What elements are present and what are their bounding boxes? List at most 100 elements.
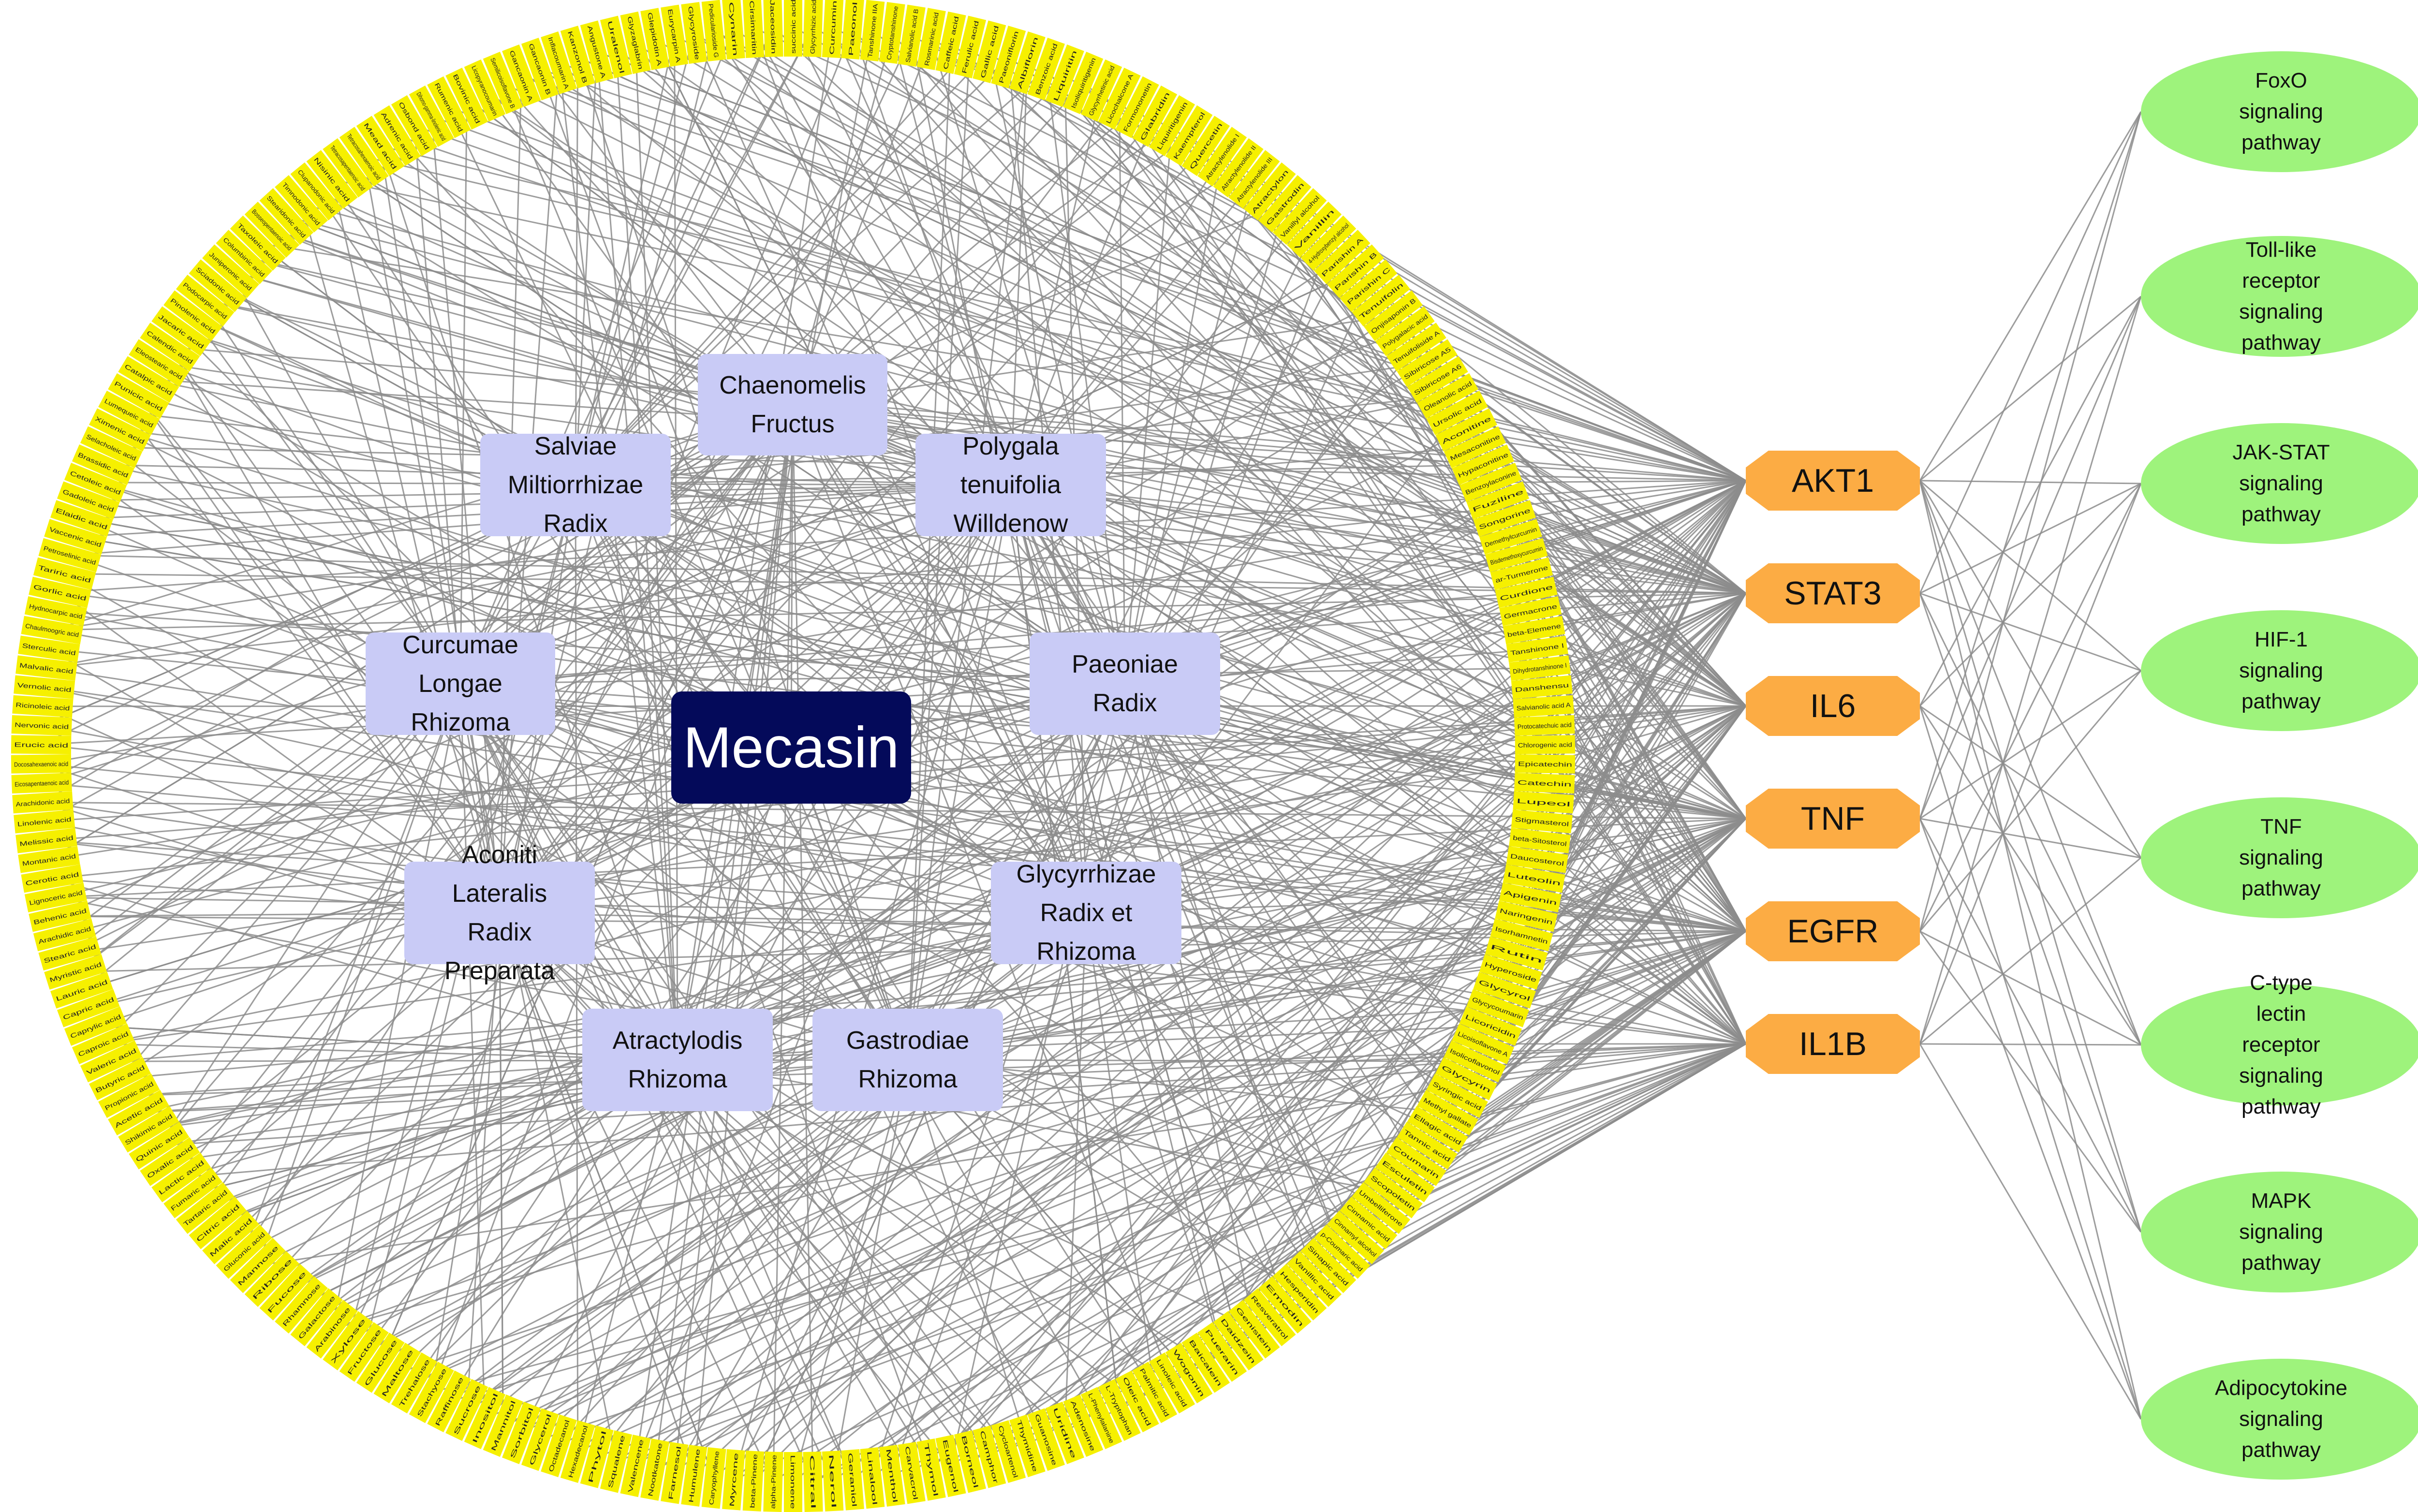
compound-node[interactable]: Ricinoleic acid	[12, 695, 74, 718]
compound-node[interactable]: Protocatechuic acid	[1514, 715, 1575, 736]
compound-node[interactable]: Germacrone	[1499, 596, 1562, 626]
edge-compound-target	[733, 28, 1746, 707]
compound-node[interactable]: Geraniol	[841, 1449, 864, 1511]
compound-node[interactable]: Cynarin	[722, 0, 745, 60]
pathway-node-c-type-lectin[interactable]: C-type lectin receptor signaling pathway	[2141, 971, 2418, 1118]
compound-node[interactable]: Malvalic acid	[15, 655, 77, 681]
compound-box	[72, 444, 134, 485]
target-node-il6[interactable]: IL6	[1746, 676, 1920, 736]
compound-node[interactable]: Humulene	[681, 1444, 708, 1507]
compound-node[interactable]: Glycyrrhizic acid	[803, 0, 823, 58]
compound-node[interactable]: Vernolic acid	[14, 675, 75, 699]
herb-node-glycyrrhizae[interactable]: Glycyrrhizae Radix et Rhizoma	[991, 860, 1181, 966]
compound-node[interactable]: Tanshinone I	[1506, 635, 1568, 663]
pathway-node-tnf[interactable]: TNF signaling pathway	[2141, 797, 2418, 918]
herb-node-polygala[interactable]: Polygala tenuifolia Willdenow	[915, 432, 1106, 538]
compound-node[interactable]: Melissic acid	[15, 828, 77, 853]
compound-box	[57, 481, 120, 520]
compound-node[interactable]: Danshensu	[1511, 675, 1573, 699]
compound-node[interactable]: Rosmarinic acid	[916, 8, 946, 71]
target-node-il1b[interactable]: IL1B	[1746, 1014, 1920, 1074]
compound-node[interactable]: Nervonic acid	[11, 715, 72, 736]
edge-herb-compound	[316, 1059, 908, 1318]
edge-herb-compound	[575, 484, 1546, 746]
target-node-stat3[interactable]: STAT3	[1746, 563, 1920, 623]
pathway-node-foxo[interactable]: FoxO signaling pathway	[2141, 51, 2418, 172]
compound-node[interactable]: Farnesol	[661, 1441, 689, 1504]
compound-node[interactable]: Jaceosidin	[763, 0, 783, 58]
compound-node[interactable]: Epicatechin	[1515, 754, 1576, 774]
pathway-node-jak-stat[interactable]: JAK-STAT signaling pathway	[2141, 423, 2418, 544]
compound-node[interactable]: Limonene	[784, 1452, 802, 1512]
compound-node[interactable]: Chaulmoogric acid	[21, 616, 84, 645]
compound-node[interactable]: Tanshinone IIA	[860, 0, 885, 62]
compound-node[interactable]: beta-Sitosterol	[1509, 828, 1571, 853]
compound-node[interactable]: Arachidonic acid	[12, 791, 74, 814]
compound-node[interactable]: Cryptotanshinone	[879, 2, 905, 64]
compound-node[interactable]: alpha-Pinene	[763, 1451, 783, 1512]
herb-node-chaenomelis[interactable]: Chaenomelis Fructus	[698, 354, 887, 455]
compound-box	[722, 0, 745, 60]
compound-node[interactable]: Inflacoumarin A	[541, 31, 577, 94]
compound-node[interactable]: Salvianolic acid A	[1513, 695, 1574, 718]
herb-node-atractylodis[interactable]: Atractylodis Rhizoma	[582, 1009, 773, 1111]
compound-box	[445, 1379, 488, 1441]
compound-node[interactable]: Daucosterol	[1506, 846, 1568, 873]
target-node-tnf[interactable]: TNF	[1746, 789, 1920, 849]
compound-node[interactable]: Hydnocarpic acid	[24, 596, 87, 626]
compound-node[interactable]: Dihydrotanshinone I	[1509, 655, 1571, 681]
herb-node-gastrodiae[interactable]: Gastrodiae Rhizoma	[812, 1009, 1003, 1111]
edge-compound-target	[41, 480, 1746, 765]
compound-node[interactable]: beta-Elemene	[1503, 616, 1565, 645]
compound-node[interactable]: Stigmasterol	[1511, 809, 1573, 834]
compound-node[interactable]: Curcumin	[822, 0, 844, 59]
compound-node[interactable]: Montanic acid	[18, 846, 80, 873]
compound-node[interactable]: Glepidotin A	[640, 8, 670, 71]
compound-node[interactable]: Cerotic acid	[21, 864, 84, 893]
herb-node-curcumae[interactable]: Curcumae Longae Rhizoma	[366, 631, 555, 736]
compound-label: Docosahexaenoic acid	[14, 760, 68, 768]
compound-node[interactable]: Erucic acid	[11, 735, 72, 754]
target-node-egfr[interactable]: EGFR	[1746, 901, 1920, 961]
herb-node-aconiti[interactable]: Aconiti Lateralis Radix Preparata	[404, 841, 595, 985]
compound-node[interactable]: succinic acid	[784, 0, 802, 57]
pathway-node-adipocytokine[interactable]: Adipocytokine signaling pathway	[2141, 1359, 2418, 1480]
compound-node[interactable]: Nootkatone	[640, 1438, 670, 1501]
compound-node[interactable]: Gancaonin A	[502, 44, 541, 107]
compound-node[interactable]: Salvianolic acid B	[898, 4, 926, 67]
compound-node[interactable]: Eicosapentaenoic acid	[11, 773, 72, 794]
compound-node[interactable]: Pedicularioside G	[701, 0, 726, 62]
compound-node[interactable]: Bisdemethoxycurcumin	[1485, 538, 1548, 573]
compound-node[interactable]: Chlorogenic acid	[1515, 735, 1576, 754]
compound-node[interactable]: Formononetin	[1115, 76, 1159, 138]
compound-node[interactable]: Docosahexaenoic acid	[11, 754, 72, 774]
compound-node[interactable]: Citral	[803, 1451, 823, 1512]
compound-node[interactable]: Curdione	[1495, 576, 1558, 608]
compound-node[interactable]: Cirsimaritin	[742, 0, 765, 59]
compound-node[interactable]: Luteolin	[1503, 864, 1565, 893]
compound-node[interactable]: beta-Pinene	[742, 1450, 765, 1512]
herb-node-salviae[interactable]: Salviae Miltiorrhizae Radix	[480, 432, 671, 538]
edge-herb-compound	[575, 35, 676, 485]
compound-node[interactable]: Lupeol	[1513, 791, 1574, 814]
herb-node-paeoniae[interactable]: Paeoniae Radix	[1030, 632, 1220, 735]
compound-node[interactable]: Eurycarpin A	[661, 4, 689, 67]
compound-node[interactable]: Rutin	[1485, 936, 1548, 971]
compound-node[interactable]: Thymol	[916, 1438, 946, 1501]
compound-node[interactable]: Catechin	[1514, 773, 1575, 794]
compound-node[interactable]: Linolenic acid	[14, 809, 75, 834]
compound-node[interactable]: Caryophyllene	[701, 1447, 726, 1509]
pathway-node-toll-like[interactable]: Toll-like receptor signaling pathway	[2141, 236, 2418, 357]
compound-node[interactable]: Glycyroside	[681, 2, 708, 64]
compound-node[interactable]: Menthol	[879, 1444, 905, 1507]
compound-node[interactable]: Carvacrol	[898, 1441, 926, 1504]
compound-node[interactable]: Sterculic acid	[18, 635, 80, 663]
target-node-akt1[interactable]: AKT1	[1746, 451, 1920, 511]
compound-node[interactable]: Myrcene	[722, 1449, 745, 1511]
pathway-node-mapk[interactable]: MAPK signaling pathway	[2141, 1172, 2418, 1292]
hub-node-mecasin[interactable]: Mecasin	[671, 691, 911, 804]
pathway-node-hif-1[interactable]: HIF-1 signaling pathway	[2141, 610, 2418, 731]
compound-node[interactable]: Paeonol	[841, 0, 864, 60]
compound-node[interactable]: Nerol	[822, 1450, 844, 1512]
compound-node[interactable]: Linalool	[860, 1447, 885, 1509]
